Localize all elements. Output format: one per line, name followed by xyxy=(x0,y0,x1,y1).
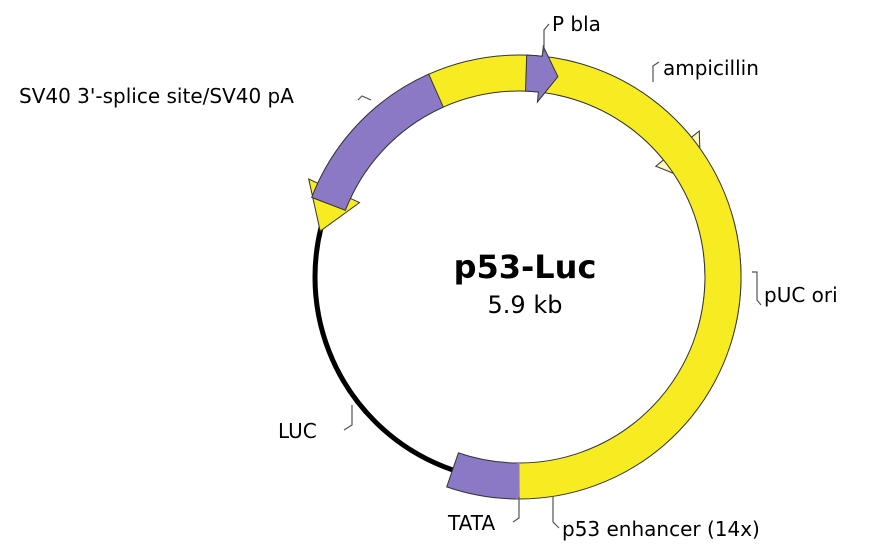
leader-ampicillin xyxy=(652,61,660,82)
leader-sv40 xyxy=(357,95,372,101)
segment-sv40 xyxy=(311,73,444,211)
label-p53-enhancer: p53 enhancer (14x) xyxy=(562,517,760,541)
segment-p53-enhancer xyxy=(446,452,520,500)
label-ampicillin: ampicillin xyxy=(663,56,759,80)
label-luc: LUC xyxy=(278,419,317,443)
label-puc-ori: pUC ori xyxy=(764,283,838,307)
plasmid-size: 5.9 kb xyxy=(488,291,563,319)
label-tata: TATA xyxy=(447,511,495,535)
label-leaders xyxy=(343,23,762,529)
leader-p-bla xyxy=(543,23,550,52)
plasmid-name: p53-Luc xyxy=(454,248,597,286)
segment-p-bla xyxy=(524,44,559,104)
label-sv40: SV40 3'-splice site/SV40 pA xyxy=(19,84,294,108)
leader-p53-enhancer xyxy=(552,497,560,529)
feature-segments xyxy=(307,44,742,500)
leader-tata xyxy=(512,497,520,523)
label-p-bla: P bla xyxy=(552,12,601,36)
leader-luc xyxy=(343,405,353,431)
leader-puc-ori xyxy=(752,271,762,306)
